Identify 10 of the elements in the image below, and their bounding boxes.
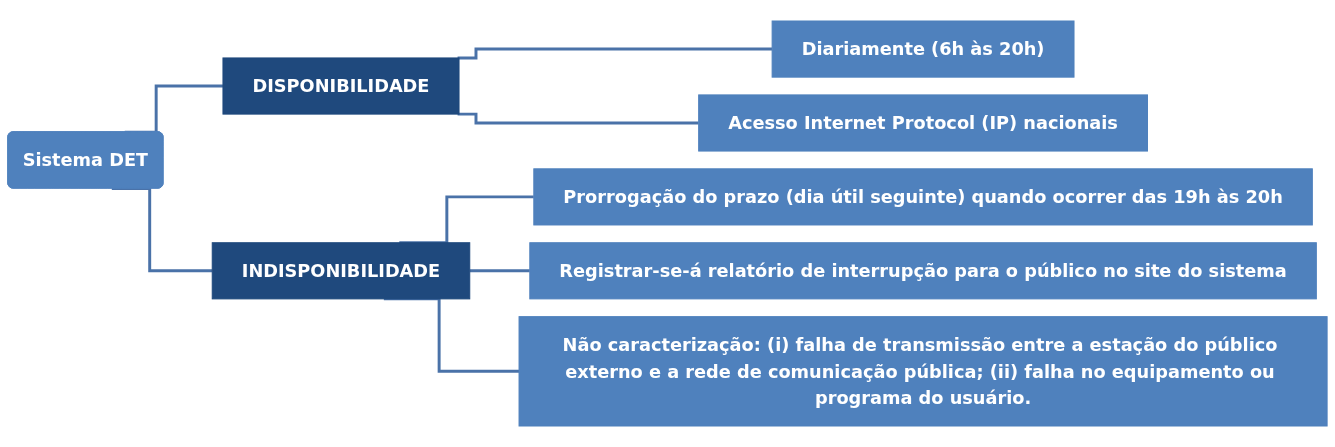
node-box: Registrar-se-á relatório de interrupção para o público no site do sistema [529,242,1317,300]
connector [457,47,773,60]
node-box: DISPONIBILIDADE [222,57,460,115]
node-box: Não caracterização: (i) falha de transmissão entre a estação do público externo e a rede de comunicação pública; (ii) falha no equipamento ou programa do usuário. [518,316,1328,427]
node-box: Acesso Internet Protocol (IP) nacionais [698,94,1148,152]
connector [469,269,530,273]
node-box: Diariamente (6h às 20h) [771,20,1075,78]
node-box: INDISPONIBILIDADE [211,242,471,300]
node-box: Prorrogação do prazo (dia útil seguinte) quando ocorrer das 19h às 20h [533,168,1313,226]
connector [457,112,699,125]
